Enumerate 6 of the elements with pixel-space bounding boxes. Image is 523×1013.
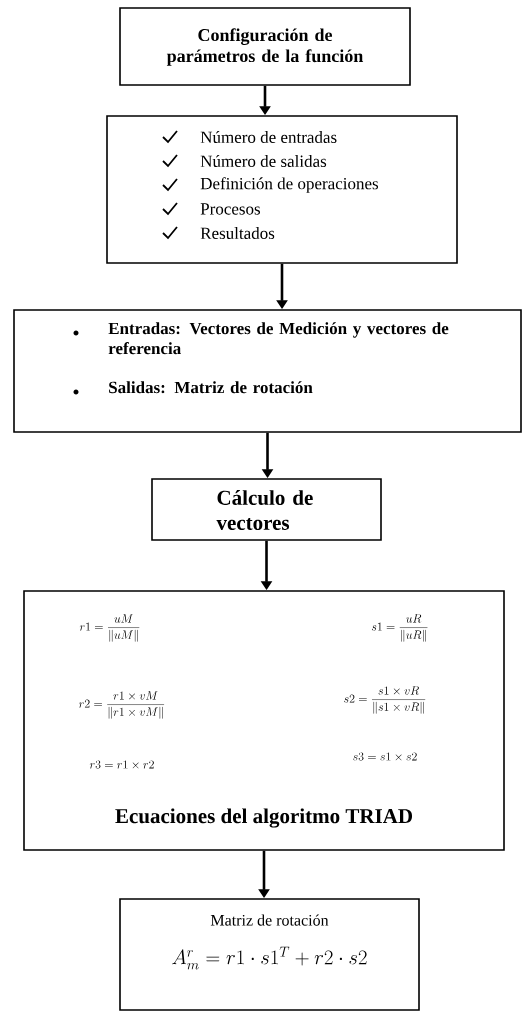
process-box: Configuración de parámetros de la función bbox=[119, 7, 411, 86]
process-box: Matriz de rotación $A_m^r = r1 \cdot s1^T + r2 \cdot s2$ bbox=[119, 898, 420, 1011]
process-box: $r1 = \frac{uM}{\|uM\|}$ $s1 = \frac{uR}{\|uR\|}$ $r2 = \frac{r1 \times vM}{\|r1 \times vM\|}$ $s2 = \frac{s1 \times vR}{\|s1 \times vR\|}$ $r3 = r1 \times r2$ $s3 = s1 \times s2$ Ecuaciones del algoritmo TRIAD bbox=[23, 590, 505, 851]
process-box: Cálculo de vectores bbox=[151, 478, 382, 541]
process-box: Número de entradas Número de salidas Definición de operaciones Procesos Resultados bbox=[106, 115, 458, 264]
process-box: Entradas: Vectores de Medición y vectores de referencia Salidas: Matriz de rotación bbox=[13, 309, 522, 433]
